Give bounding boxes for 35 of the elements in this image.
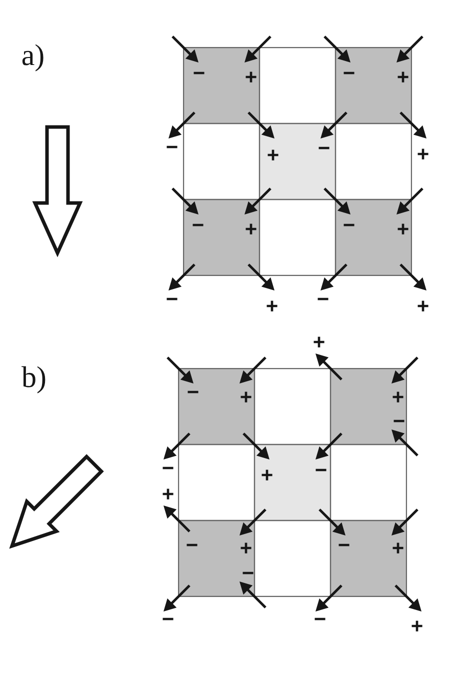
charge-sign: −	[186, 538, 198, 554]
charge-sign: +	[392, 541, 404, 557]
charge-sign: +	[312, 335, 326, 351]
charge-sign: −	[162, 612, 174, 628]
charge-sign: +	[396, 70, 410, 86]
charge-sign: +	[162, 487, 174, 503]
charge-sign: −	[162, 461, 174, 477]
charge-sign: +	[416, 147, 430, 163]
panel-label: b)	[22, 362, 46, 394]
charge-sign: +	[392, 390, 404, 406]
charge-sign: −	[392, 414, 406, 430]
charge-sign: −	[338, 538, 350, 554]
panel-label: a)	[21, 40, 45, 72]
charge-sign: −	[192, 66, 206, 82]
charge-sign: −	[314, 463, 328, 479]
charge-sign: −	[316, 292, 330, 308]
charge-sign: −	[186, 385, 200, 401]
charge-sign: +	[240, 390, 252, 406]
charge-sign: −	[242, 566, 254, 582]
charge-sign: +	[260, 468, 274, 484]
charge-sign: −	[166, 292, 178, 308]
charge-sign: −	[166, 140, 178, 156]
charge-sign: −	[342, 66, 356, 82]
charge-sign: +	[416, 299, 430, 315]
charge-sign: +	[240, 541, 252, 557]
charge-sign: +	[244, 70, 258, 86]
charge-sign: +	[244, 222, 258, 238]
charge-sign: +	[266, 299, 278, 315]
charge-sign: −	[314, 612, 326, 628]
charge-sign: −	[342, 218, 356, 234]
charge-sign: +	[410, 619, 424, 635]
charge-sign: +	[266, 148, 280, 164]
charge-sign: −	[192, 218, 204, 234]
charge-sign: −	[318, 141, 330, 157]
charge-sign: +	[396, 222, 410, 238]
